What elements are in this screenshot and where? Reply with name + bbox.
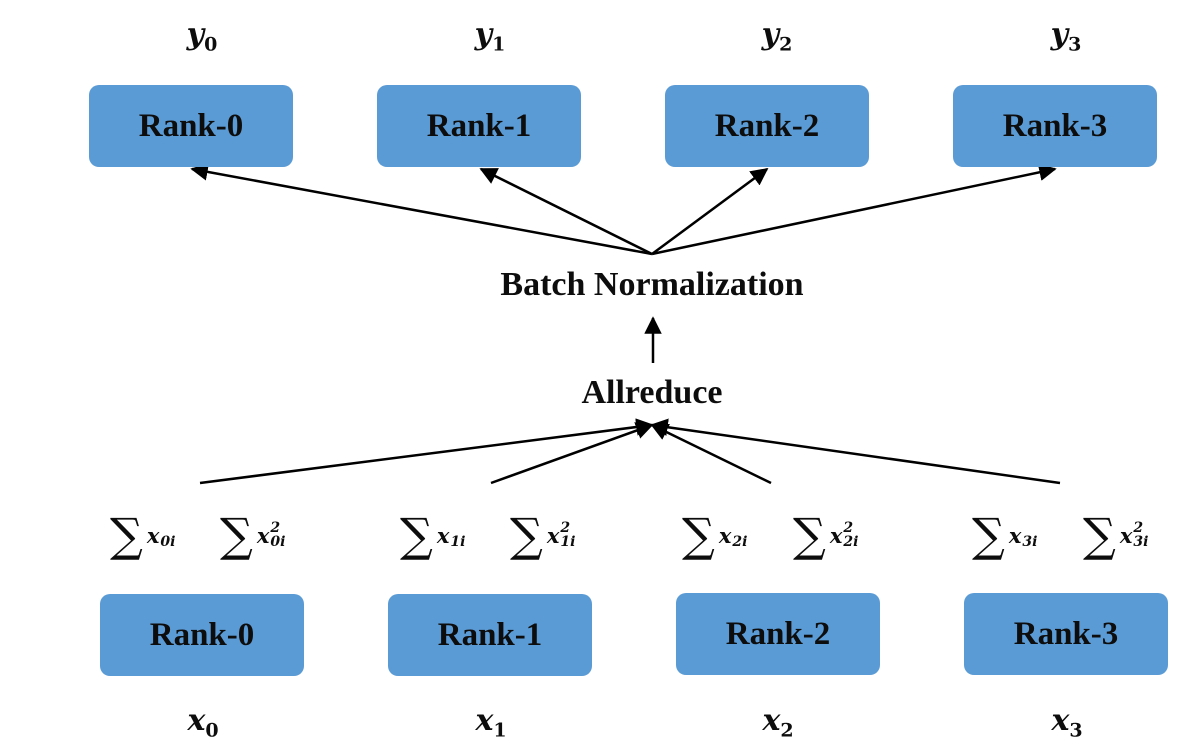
output-label-y1: y1 [474,17,506,56]
top-rank-3-label: Rank-3 [1002,107,1108,144]
arrow-sum-1-to-allreduce [490,422,654,485]
arrow-sum-2-to-allreduce [650,423,772,485]
top-rank-2-label: Rank-2 [714,107,820,144]
arrow-bn-to-rank-1 [479,167,653,256]
output-label-y3: y3 [1050,17,1082,56]
bottom-rank-2-label: Rank-2 [725,615,831,652]
top-rank-1-box: Rank-1 [377,85,581,167]
input-label-x0: x0 [187,703,219,742]
bottom-rank-2-box: Rank-2 [676,593,880,675]
output-label-y2: y2 [761,17,793,56]
top-rank-1-label: Rank-1 [426,107,532,144]
bottom-rank-1-label: Rank-1 [437,616,543,653]
top-rank-0-box: Rank-0 [89,85,293,167]
batch-normalization-label: Batch Normalization [500,266,804,303]
arrow-bn-to-rank-0 [190,163,653,256]
arrow-bn-to-rank-2 [651,167,769,256]
bottom-rank-0-label: Rank-0 [149,616,255,653]
input-label-x1: x1 [475,703,507,742]
bottom-rank-1-box: Rank-1 [388,594,592,676]
bottom-rank-0-box: Rank-0 [100,594,304,676]
top-rank-3-box: Rank-3 [953,85,1157,167]
arrow-bn-to-rank-3 [651,163,1057,256]
bottom-rank-3-box: Rank-3 [964,593,1168,675]
top-rank-0-label: Rank-0 [138,107,244,144]
arrow-sum-3-to-allreduce [650,418,1061,485]
arrow-sum-0-to-allreduce [199,418,654,485]
bottom-rank-3-label: Rank-3 [1013,615,1119,652]
input-label-x3: x3 [1051,703,1083,742]
input-label-x2: x2 [762,703,794,742]
allreduce-label: Allreduce [581,374,723,411]
output-label-y0: y0 [186,17,218,56]
top-rank-2-box: Rank-2 [665,85,869,167]
